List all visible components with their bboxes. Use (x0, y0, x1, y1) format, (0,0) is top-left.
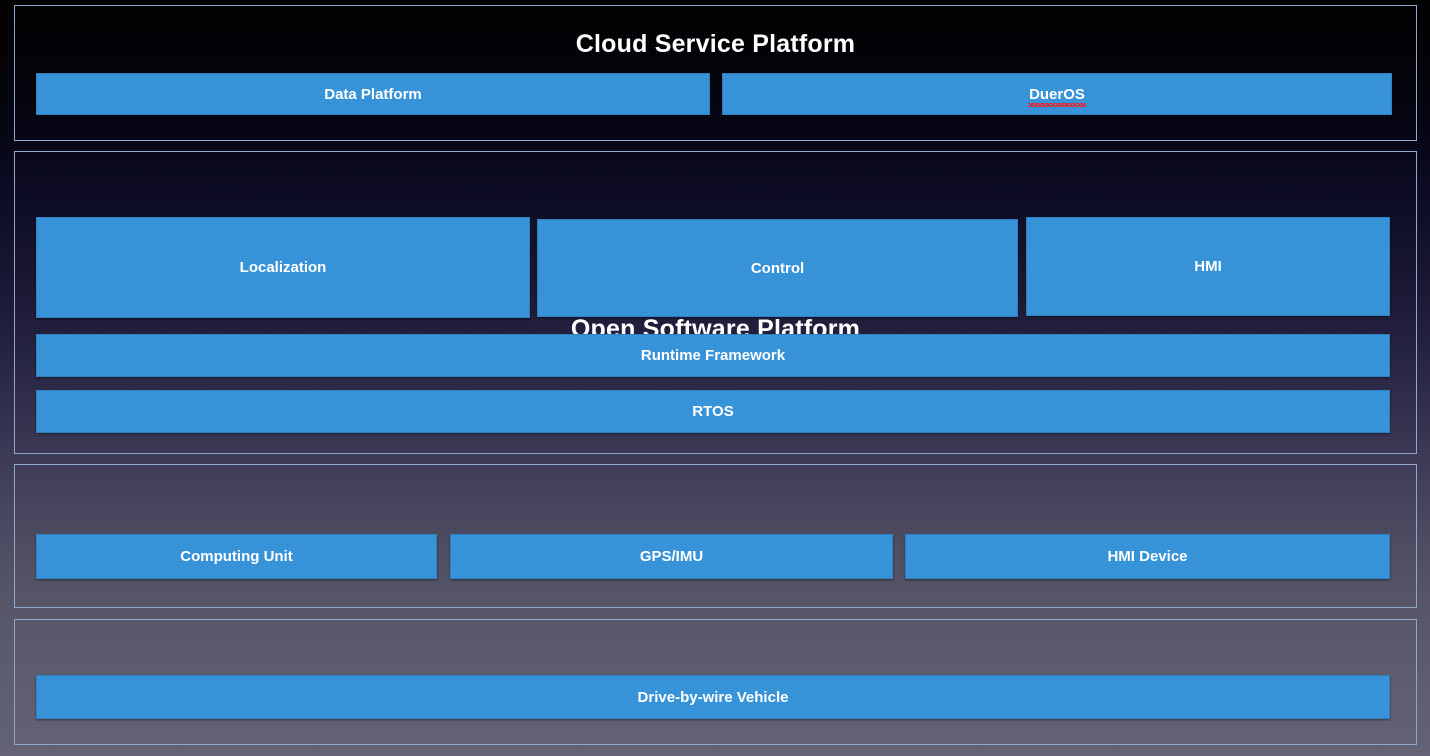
box-label-data-platform: Data Platform (324, 85, 422, 103)
box-gps-imu[interactable]: GPS/IMU (450, 534, 893, 579)
box-label-rtos: RTOS (692, 403, 734, 420)
box-dueros[interactable]: DuerOS (722, 73, 1392, 115)
layer-title-cloud-service-platform: Cloud Service Platform (575, 30, 856, 58)
box-control[interactable]: Control (537, 219, 1018, 317)
box-label-computing-unit: Computing Unit (180, 548, 293, 565)
box-label-runtime-framework: Runtime Framework (640, 347, 786, 364)
layer-panel-reference-vehicle-platform: Reference Vehicle Platform (14, 619, 1417, 745)
box-hmi-device[interactable]: HMI Device (905, 534, 1390, 579)
box-label-gps-imu: GPS/IMU (639, 548, 704, 565)
box-localization[interactable]: Localization (36, 217, 530, 318)
box-label-hmi-device: HMI Device (1107, 548, 1188, 565)
box-computing-unit[interactable]: Computing Unit (36, 534, 437, 579)
box-label-hmi: HMI (1194, 258, 1222, 275)
box-runtime-framework[interactable]: Runtime Framework (36, 334, 1390, 377)
box-label-control: Control (750, 259, 805, 277)
box-rtos[interactable]: RTOS (36, 390, 1390, 433)
box-label-dueros: DuerOS (1028, 85, 1086, 107)
box-hmi[interactable]: HMI (1026, 217, 1390, 316)
layer-panel-reference-hardware-platform: Reference Hardware Platform (14, 464, 1417, 608)
box-data-platform[interactable]: Data Platform (36, 73, 710, 115)
box-label-localization: Localization (239, 259, 327, 276)
box-drive-by-wire-vehicle[interactable]: Drive-by-wire Vehicle (36, 675, 1390, 719)
layer-panel-cloud-service-platform: Cloud Service Platform (14, 5, 1417, 141)
box-label-drive-by-wire-vehicle: Drive-by-wire Vehicle (637, 688, 789, 706)
